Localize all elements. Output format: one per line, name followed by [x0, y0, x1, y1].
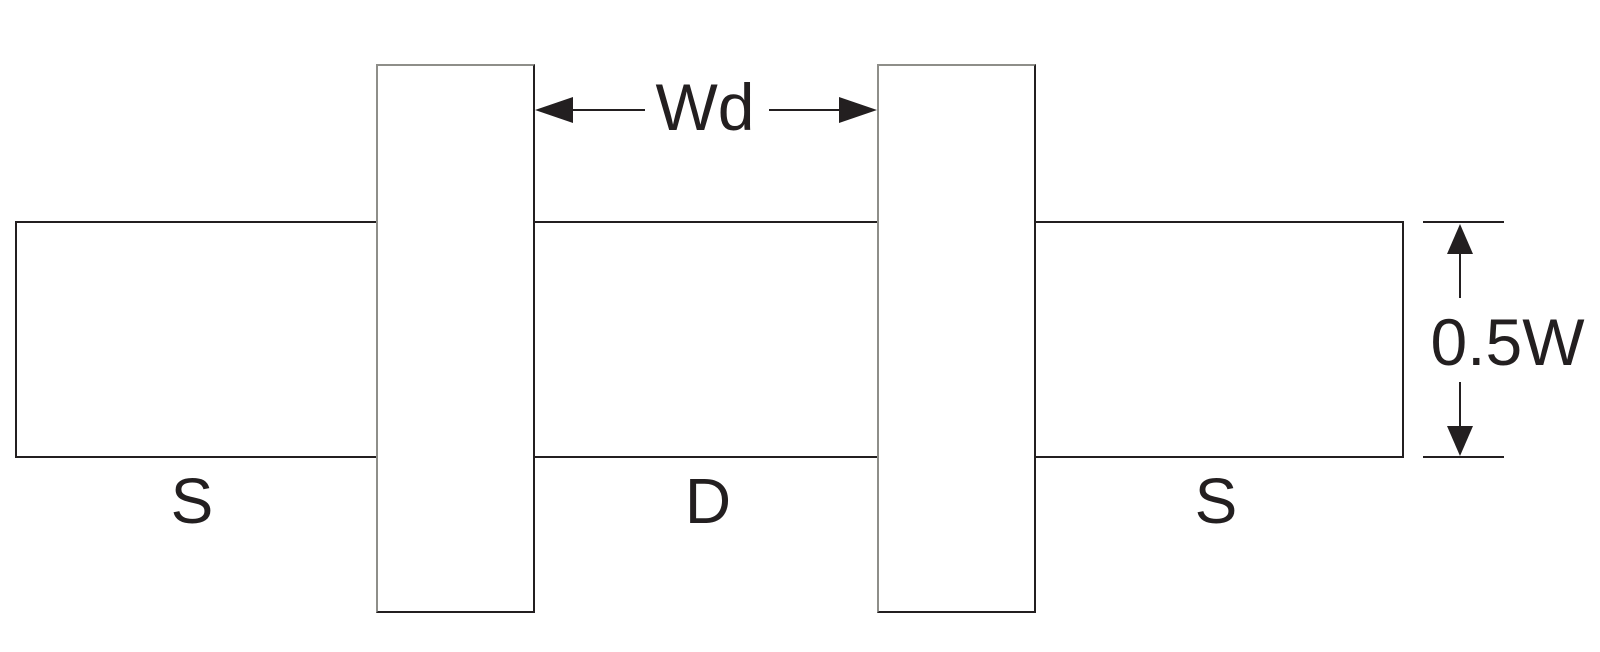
half-width-arrowhead-up	[1447, 224, 1473, 254]
diffusion-bar	[15, 221, 1404, 458]
gate-finger-left	[376, 64, 535, 613]
half-width-dimension-line-lower	[1459, 382, 1461, 430]
source-label-left: S	[170, 465, 214, 537]
finger-width-label: 0.5W	[1430, 305, 1585, 379]
source-label-right: S	[1194, 465, 1238, 537]
half-width-tick-top	[1423, 221, 1504, 223]
half-width-arrowhead-down	[1447, 426, 1473, 456]
half-width-dimension-line-upper	[1459, 250, 1461, 298]
half-width-tick-bottom	[1423, 456, 1504, 458]
gate-spacing-label: Wd	[655, 70, 755, 144]
wd-arrowhead-right	[839, 97, 877, 123]
wd-dimension-line-right	[769, 109, 843, 111]
drain-label: D	[684, 465, 732, 537]
wd-arrowhead-left	[535, 97, 573, 123]
gate-finger-right	[877, 64, 1036, 613]
wd-dimension-line-left	[571, 109, 645, 111]
